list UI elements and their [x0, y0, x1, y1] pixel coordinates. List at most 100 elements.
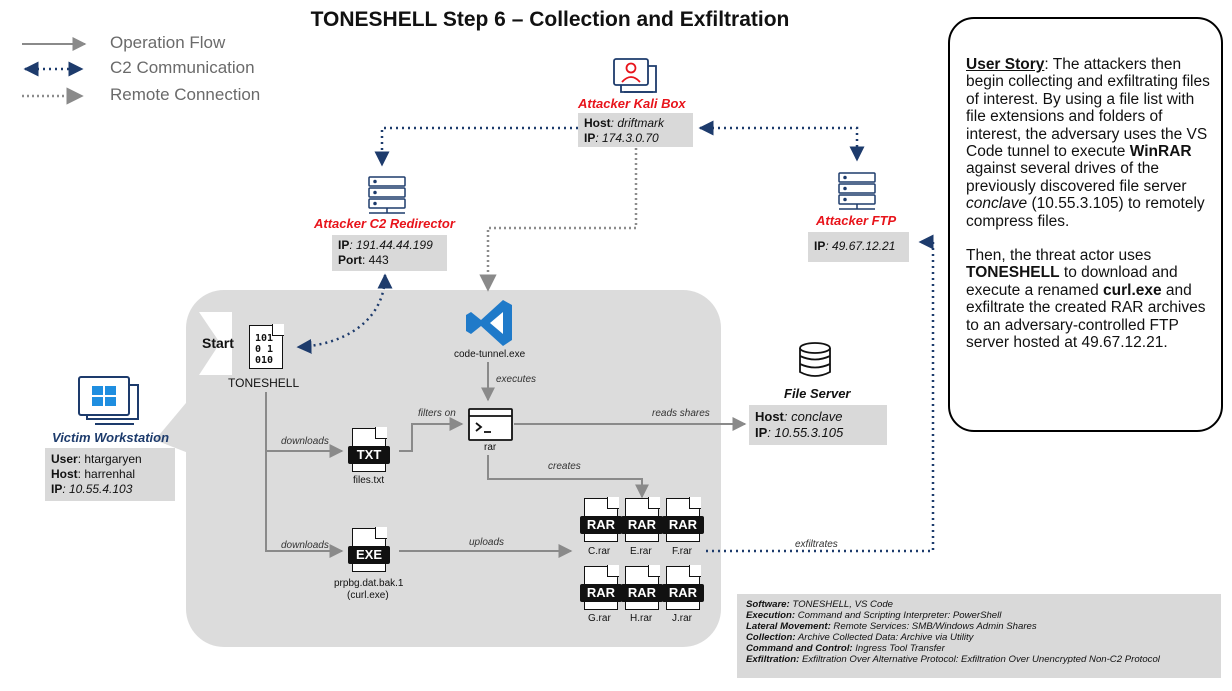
edge-label-downloads: downloads: [281, 436, 329, 447]
flow-filters-on: [399, 417, 464, 452]
user-story-panel: User Story: The attackers then begin col…: [948, 17, 1223, 432]
start-chevron: [199, 312, 232, 375]
c2-kali-to-redirector: [374, 126, 578, 167]
ftp-name: Attacker FTP: [816, 213, 897, 228]
redirector-server-icon: [368, 176, 406, 214]
c2-redirector-to-toneshell: [296, 273, 393, 354]
user-story-heading: User Story: [966, 56, 1045, 73]
victim-user-label: User: [51, 452, 78, 466]
legend-remote-connection-label: Remote Connection: [110, 85, 261, 104]
technique-value: Archive Collected Data: Archive via Util…: [795, 632, 974, 643]
operation-flows: [265, 362, 747, 558]
archive-label: E.rar: [630, 546, 652, 557]
toneshell-binary-icon: 1010 1010: [249, 324, 284, 369]
kali-box-name: Attacker Kali Box: [578, 96, 686, 111]
file-server-name: File Server: [784, 386, 851, 401]
redirector-info: IP: 191.44.44.199 Port: 443: [332, 235, 447, 271]
legend-operation-flow-label: Operation Flow: [110, 33, 226, 52]
files-txt-label: files.txt: [353, 475, 385, 486]
rar-badge: RAR: [621, 516, 663, 534]
rar-badge: RAR: [662, 584, 704, 602]
kali-monitor-icon: [613, 58, 657, 93]
kali-ip-label: IP: [584, 131, 596, 145]
archive-label: H.rar: [630, 613, 653, 624]
ftp-server-icon: [838, 172, 876, 210]
victim-host-label: Host: [51, 467, 78, 481]
user-story-paragraph-2: Then, the threat actor uses TONESHELL to…: [966, 247, 1214, 351]
kali-host-value: : driftmark: [610, 116, 665, 130]
txt-badge: TXT: [348, 446, 390, 464]
rar-tool-label: rar: [484, 442, 497, 453]
code-tunnel-label: code-tunnel.exe: [454, 349, 526, 360]
rar-archive-icon: RAR: [621, 565, 663, 610]
technique-label: Collection:: [746, 632, 796, 643]
start-label: Start: [202, 335, 234, 351]
c2-kali-to-ftp: [698, 120, 865, 162]
technique-label: Software:: [746, 599, 790, 610]
redirector-port-label: Port: [338, 253, 362, 267]
victim-host-value: : harrenhal: [77, 467, 136, 481]
file-server-ip-value: : 10.55.3.105: [767, 425, 844, 440]
story-text-run: Then, the threat actor uses: [966, 247, 1152, 265]
story-text-run: against several drives of the previously…: [966, 160, 1187, 195]
redirector-port-value: : 443: [362, 253, 389, 267]
technique-row: Command and Control: Ingress Tool Transf…: [746, 643, 1212, 654]
archive-label: G.rar: [588, 613, 611, 624]
terminal-icon: [468, 408, 513, 441]
rar-badge: RAR: [580, 584, 622, 602]
technique-row: Exfiltration: Exfiltration Over Alternat…: [746, 654, 1212, 665]
victim-callout-pointer: [155, 348, 232, 470]
technique-row: Software: TONESHELL, VS Code: [746, 599, 1212, 610]
rar-archive-icon: RAR: [662, 565, 704, 610]
redirector-name: Attacker C2 Redirector: [314, 216, 455, 231]
technique-label: Exfiltration:: [746, 654, 800, 665]
rar-archive-icon: RAR: [621, 497, 663, 542]
diagram-title: TONESHELL Step 6 – Collection and Exfilt…: [310, 8, 790, 31]
story-text-run: to download and execute a renamed: [966, 264, 1178, 299]
exe-file-icon: EXE: [348, 527, 390, 572]
binary-glyph: 1010 1010: [255, 333, 274, 366]
rar-archive-icon: RAR: [580, 497, 622, 542]
story-emphasis: WinRAR: [1129, 143, 1192, 161]
technique-value: Exfiltration Over Alternative Protocol: …: [799, 654, 1160, 665]
redirector-ip-label: IP: [338, 238, 350, 252]
archive-label: F.rar: [672, 546, 692, 557]
story-text-run: (10.55.3.105) to remotely compress files…: [966, 195, 1205, 230]
kali-host-label: Host: [584, 116, 611, 130]
database-icon: [799, 342, 831, 377]
technique-value: Remote Services: SMB/Windows Admin Share…: [830, 621, 1037, 632]
edge-label-uploads: uploads: [469, 537, 505, 548]
file-server-info: Host: conclave IP: 10.55.3.105: [749, 405, 887, 445]
victim-ip-label: IP: [51, 482, 63, 496]
rar-archive-icon: RAR: [662, 497, 704, 542]
story-emphasis: conclave: [966, 195, 1028, 213]
archive-label: J.rar: [672, 613, 692, 624]
exe-badge: EXE: [348, 546, 390, 564]
technique-label: Command and Control:: [746, 643, 853, 654]
user-story-text: User Story: The attackers then begin col…: [966, 56, 1214, 352]
ftp-info: IP: 49.67.12.21: [808, 232, 909, 262]
victim-user-value: : htargaryen: [77, 452, 142, 466]
victim-ip-value: : 10.55.4.103: [62, 482, 133, 496]
curl-sublabel: (curl.exe): [347, 590, 389, 601]
windows-workstation-icon: [78, 376, 139, 425]
file-server-host-value: : conclave: [783, 409, 843, 424]
victim-info: User: htargaryen Host: harrenhal IP: 10.…: [45, 448, 175, 501]
kali-ip-value: : 174.3.0.70: [595, 131, 659, 145]
file-server-host-label: Host: [755, 409, 784, 424]
toneshell-label: TONESHELL: [228, 376, 300, 390]
curl-label: prpbg.dat.bak.1: [334, 578, 404, 589]
kali-box-info: Host: driftmark IP: 174.3.0.70: [578, 113, 693, 147]
rar-badge: RAR: [621, 584, 663, 602]
story-text-run: and exfiltrate the created RAR archives …: [966, 281, 1206, 352]
vscode-icon: [466, 300, 512, 346]
edge-label-downloads: downloads: [281, 540, 329, 551]
technique-label: Lateral Movement:: [746, 621, 831, 632]
flow-downloads-curl: [265, 451, 344, 558]
flow-creates: [487, 455, 649, 499]
archive-label: C.rar: [588, 546, 611, 557]
remote-kali-to-codetunnel: [479, 148, 638, 292]
techniques-panel: Software: TONESHELL, VS Code Execution: …: [737, 594, 1221, 678]
ftp-ip-value: : 49.67.12.21: [825, 239, 896, 253]
